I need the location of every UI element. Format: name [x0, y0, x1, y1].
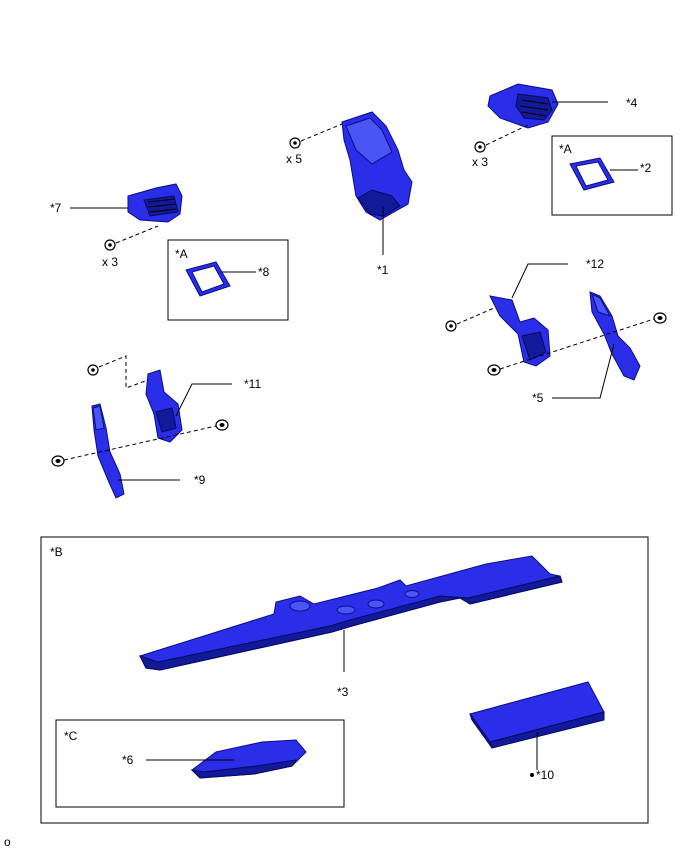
label-part-2: *2 [640, 161, 652, 175]
label-part-1: *1 [377, 263, 389, 277]
box-a-left-label: *A [175, 247, 188, 261]
part-6-pad [190, 739, 307, 779]
label-part-3: *3 [337, 685, 349, 699]
label-part-9: *9 [194, 473, 206, 487]
part-12-bracket [489, 295, 551, 367]
clip-part-11 [87, 364, 99, 376]
box-b-label: *B [50, 545, 63, 559]
part-7-left-register [127, 183, 183, 223]
footer-mark: o [4, 835, 11, 849]
marker-dot-part-10 [530, 773, 534, 777]
part-1-center-duct [341, 111, 413, 221]
label-part-12: *12 [586, 257, 604, 271]
box-a-left [167, 239, 289, 321]
part-9-bracket [91, 403, 125, 499]
part-3-long-pad [139, 555, 563, 671]
box-a-top-right [551, 135, 673, 216]
dash-line-right-grommets [499, 318, 655, 370]
dash-line-part-12 [456, 307, 495, 325]
part-4-right-register [487, 83, 559, 129]
box-c-label: *C [64, 729, 78, 743]
part-10-block-pad [469, 681, 605, 749]
dash-line-left-grommets [63, 425, 217, 461]
grommet-left-right [215, 419, 229, 431]
leader-part-11 [175, 383, 232, 417]
dash-line-part-1 [300, 123, 343, 142]
dash-line-part-11 [98, 355, 149, 389]
label-part-6: *6 [122, 753, 134, 767]
qty-part-1: x 5 [286, 152, 302, 166]
label-part-5: *5 [532, 391, 544, 405]
label-part-8: *8 [258, 265, 270, 279]
qty-part-7: x 3 [102, 255, 118, 269]
label-part-4: *4 [626, 96, 638, 110]
clip-part-12 [445, 320, 457, 332]
part-2-bezel [569, 157, 615, 191]
box-c [55, 719, 345, 808]
clip-part-1 [289, 137, 301, 149]
label-part-11: *11 [244, 377, 261, 391]
grommet-left-left [51, 455, 65, 467]
label-part-10: *10 [536, 768, 554, 782]
part-11-bracket [145, 369, 183, 443]
label-part-7: *7 [50, 201, 62, 215]
part-5-bracket [589, 291, 641, 381]
clip-part-7 [104, 239, 116, 251]
part-8-bezel [185, 261, 231, 297]
dash-line-part-4 [485, 123, 531, 146]
box-b [40, 536, 649, 824]
grommet-right-bottom [487, 364, 501, 376]
leader-part-5 [552, 343, 615, 399]
box-a-top-right-label: *A [559, 142, 572, 156]
dash-line-part-7 [115, 225, 159, 244]
clip-part-4 [474, 141, 486, 153]
grommet-right-top [653, 312, 667, 324]
qty-part-4: x 3 [472, 155, 488, 169]
leader-part-12 [511, 263, 568, 299]
